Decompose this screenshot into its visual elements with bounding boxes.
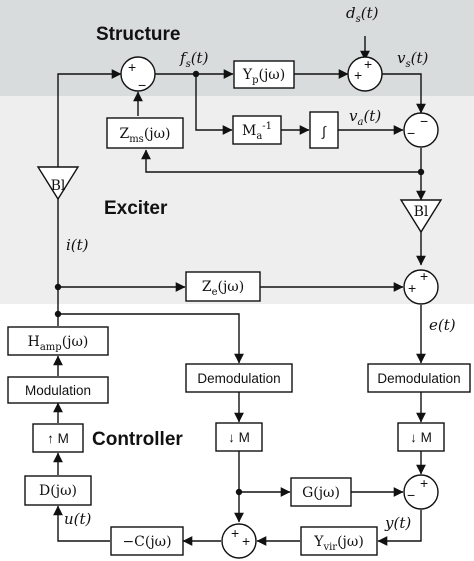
signal-y: y(t) — [384, 514, 411, 532]
signal-e: e(t) — [429, 316, 456, 334]
bl-left-amplifier: Bl — [36, 166, 80, 201]
bl-left-label: Bl — [51, 178, 66, 194]
demodulation-right-block: Demodulation — [367, 363, 471, 393]
yvir-label: Yvir(jω) — [313, 534, 364, 553]
wire-feedback-zms — [141, 149, 421, 173]
signal-va: va(t) — [349, 107, 381, 128]
integrator-block: ∫ — [309, 111, 339, 149]
svg-text:+: + — [128, 59, 136, 75]
bl-right-amplifier: Bl — [399, 199, 443, 234]
svg-text:+: + — [364, 56, 372, 72]
exciter-title: Exciter — [104, 198, 168, 219]
modulation-label: Modulation — [25, 383, 91, 398]
svg-text:+: + — [420, 268, 428, 284]
integrator-label: ∫ — [321, 124, 327, 139]
c-label: −C(jω) — [122, 534, 171, 550]
downsample-mid-label: ↓ M — [228, 430, 250, 445]
hamp-label: Hamp(jω) — [28, 334, 89, 353]
signal-ds: ds(t) — [346, 4, 379, 25]
wire-branch-demod-mid — [58, 313, 244, 364]
g-label: G(jω) — [302, 485, 340, 501]
g-block: G(jω) — [290, 477, 352, 507]
svg-text:+: + — [420, 475, 428, 491]
zms-label: Zms(jω) — [119, 126, 170, 145]
junction-dots — [54, 70, 425, 496]
svg-text:+: + — [242, 533, 250, 549]
ma-inverse-block: Ma-1 — [232, 115, 282, 145]
demodulation-right-label: Demodulation — [377, 371, 460, 386]
wire-y — [377, 510, 422, 546]
downsample-mid-block: ↓ M — [215, 422, 263, 452]
upsample-block: ↑ M — [32, 423, 84, 453]
ze-label: Ze(jω) — [202, 279, 244, 298]
sum-junction-6: − + — [403, 474, 439, 510]
zms-block: Zms(jω) — [106, 117, 184, 149]
c-block: −C(jω) — [110, 526, 184, 556]
modulation-block: Modulation — [7, 376, 109, 404]
sum-junction-4: + + — [403, 268, 439, 305]
signal-fs: fs(t) — [179, 49, 209, 70]
svg-text:−: − — [420, 113, 428, 129]
demodulation-mid-block: Demodulation — [185, 363, 293, 393]
sum-junction-1: + − — [120, 56, 156, 93]
sum-junction-2: + + — [347, 56, 383, 92]
upsample-label: ↑ M — [47, 431, 69, 446]
hamp-block: Hamp(jω) — [7, 326, 109, 356]
d-block: D(jω) — [24, 475, 92, 506]
yvir-block: Yvir(jω) — [300, 526, 378, 556]
controller-title: Controller — [92, 429, 183, 450]
sum-junction-5: + + — [221, 523, 257, 559]
signal-vs: vs(t) — [397, 49, 429, 70]
signal-u: u(t) — [64, 510, 92, 528]
yp-block: Yp(jω) — [233, 60, 295, 89]
bl-right-label: Bl — [414, 204, 429, 220]
svg-text:+: + — [354, 67, 362, 83]
sum-junction-3: − − — [403, 112, 439, 148]
wire-u — [53, 505, 110, 542]
downsample-right-block: ↓ M — [397, 422, 445, 452]
structure-title: Structure — [96, 24, 180, 45]
wire-bl-left-up — [57, 69, 122, 167]
ma-inverse-label: Ma-1 — [242, 121, 272, 142]
yp-label: Yp(jω) — [242, 67, 285, 86]
d-label: D(jω) — [39, 483, 77, 499]
wire-fs-branch — [195, 74, 233, 135]
svg-text:+: + — [231, 525, 239, 541]
demodulation-mid-label: Demodulation — [197, 371, 280, 386]
downsample-right-label: ↓ M — [410, 430, 432, 445]
ze-block: Ze(jω) — [185, 271, 261, 302]
wire-vs — [382, 73, 426, 114]
svg-text:−: − — [407, 125, 415, 141]
svg-text:−: − — [138, 77, 146, 93]
svg-text:−: − — [407, 487, 415, 503]
signal-i: i(t) — [66, 236, 89, 254]
svg-text:+: + — [408, 280, 416, 296]
